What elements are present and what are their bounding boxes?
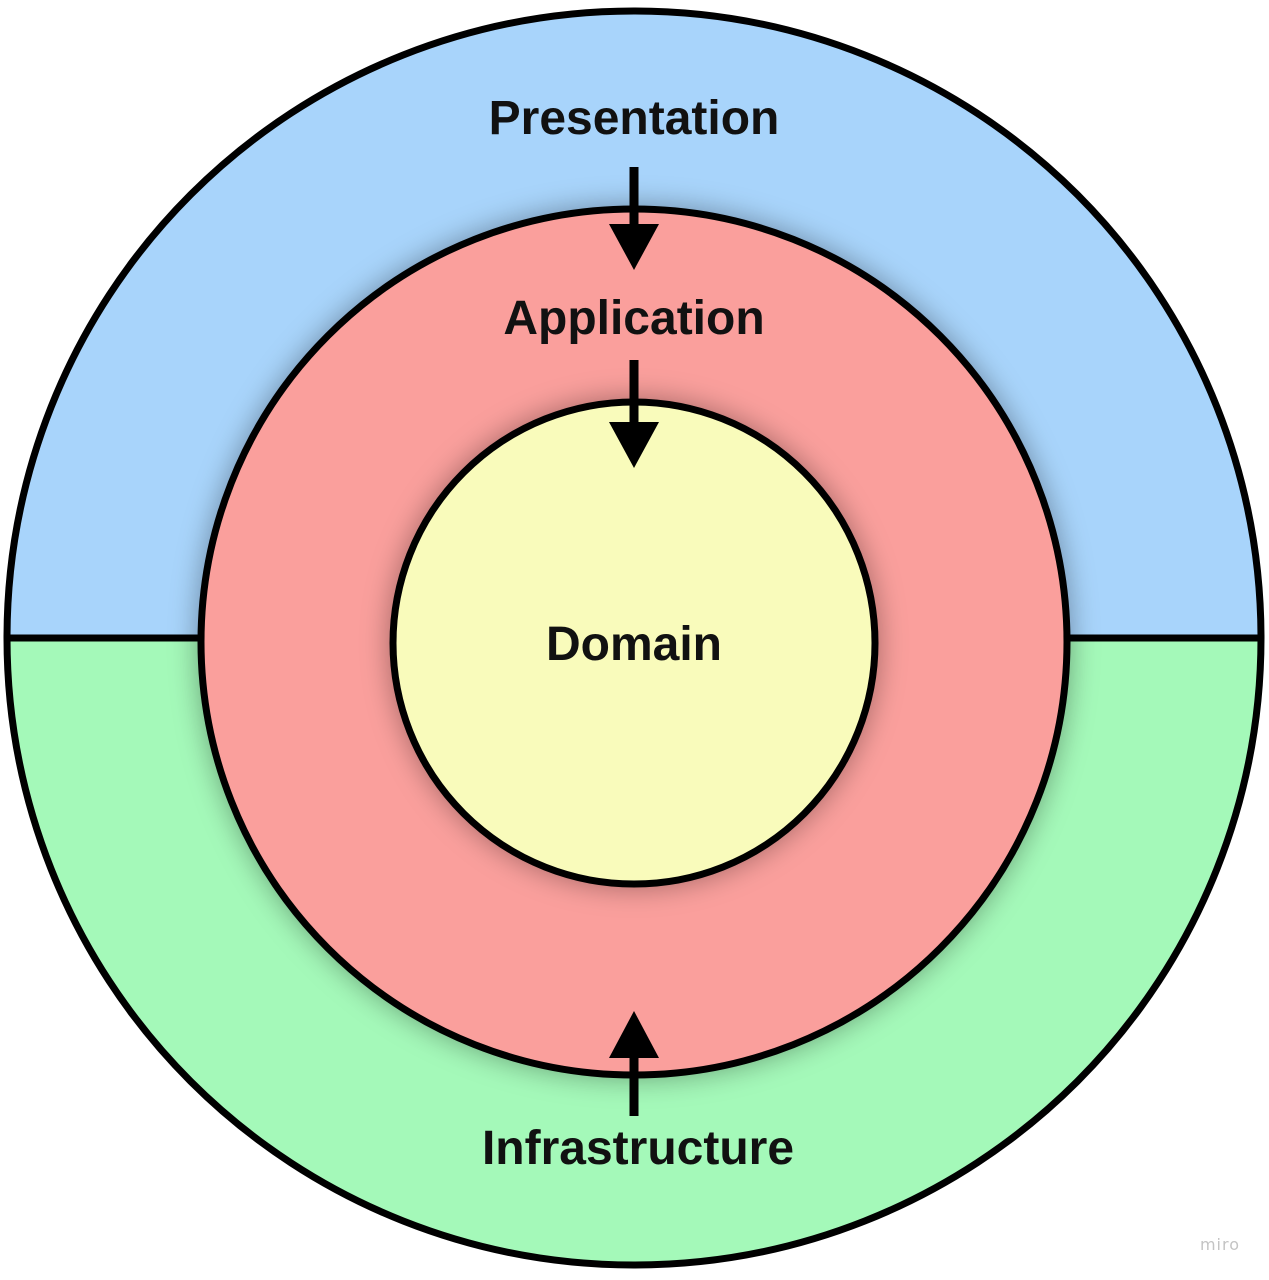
- arrow-presentation-to-application: [609, 167, 659, 270]
- infrastructure-label: Infrastructure: [482, 1122, 794, 1175]
- miro-watermark: miro: [1200, 1235, 1240, 1254]
- domain-label: Domain: [546, 618, 722, 671]
- arrow-infrastructure-to-application: [609, 1011, 659, 1116]
- arrow-application-to-domain: [609, 360, 659, 468]
- application-label: Application: [503, 292, 764, 345]
- presentation-label: Presentation: [489, 92, 780, 145]
